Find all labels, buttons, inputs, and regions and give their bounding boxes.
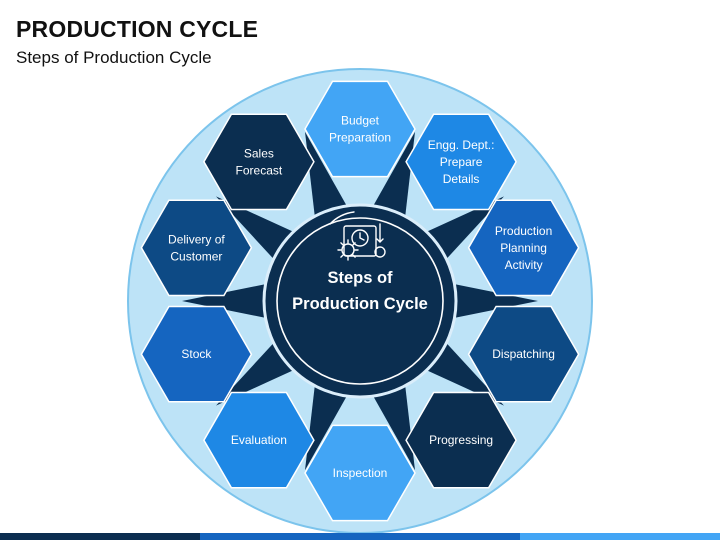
step-hexagon-shape bbox=[467, 305, 580, 403]
step-label: Inspection bbox=[333, 466, 388, 480]
page-subtitle: Steps of Production Cycle bbox=[16, 48, 212, 67]
step-hexagon-shape bbox=[140, 305, 253, 403]
step-label: Details bbox=[443, 172, 480, 186]
step-hexagon: Progressing bbox=[405, 391, 517, 489]
step-hexagon-shape bbox=[405, 113, 517, 211]
step-label: Prepare bbox=[440, 155, 483, 169]
star-spike bbox=[182, 281, 281, 321]
step-label: Preparation bbox=[329, 131, 391, 145]
step-label: Dispatching bbox=[492, 347, 555, 361]
hub-circle bbox=[262, 203, 458, 399]
step-label: Activity bbox=[505, 258, 543, 272]
step-label: Sales bbox=[244, 146, 274, 160]
step-label: Forecast bbox=[236, 163, 283, 177]
center-title-line-1: Steps of bbox=[327, 269, 393, 287]
step-hexagon-shape bbox=[203, 391, 315, 489]
step-hexagon: Dispatching bbox=[467, 305, 580, 403]
step-label: Planning bbox=[500, 241, 547, 255]
step-hexagon: Inspection bbox=[304, 424, 416, 522]
step-label: Customer bbox=[170, 249, 222, 263]
step-label: Progressing bbox=[429, 433, 493, 447]
step-label: Budget bbox=[341, 114, 380, 128]
gear-clock-process-icon bbox=[329, 211, 386, 261]
step-hexagon-shape bbox=[140, 199, 253, 297]
step-hexagon: Stock bbox=[140, 305, 253, 403]
step-hexagon-shape bbox=[203, 113, 315, 211]
footer-segment-mid bbox=[200, 533, 520, 540]
step-label: Engg. Dept.: bbox=[428, 138, 495, 152]
center-title-line-2: Production Cycle bbox=[292, 295, 428, 313]
step-label: Evaluation bbox=[231, 433, 287, 447]
hub-inner-ring bbox=[276, 217, 444, 385]
step-label: Delivery of bbox=[168, 232, 225, 246]
star-spike bbox=[439, 281, 538, 321]
center-hub: Steps of Production Cycle bbox=[262, 203, 458, 399]
step-hexagon-shape bbox=[304, 80, 416, 178]
step-hexagon-shape bbox=[304, 424, 416, 522]
step-hexagon: Evaluation bbox=[203, 391, 315, 489]
step-hexagon-shape bbox=[467, 199, 580, 297]
step-label: Production bbox=[495, 224, 552, 238]
footer-segment-dark bbox=[0, 533, 200, 540]
footer-segment-light bbox=[520, 533, 720, 540]
step-label: Stock bbox=[181, 347, 212, 361]
step-hexagon-shape bbox=[405, 391, 517, 489]
step-hexagon: Delivery of Customer bbox=[140, 199, 253, 297]
footer-bar bbox=[0, 533, 720, 540]
page-title: PRODUCTION CYCLE bbox=[16, 16, 259, 42]
